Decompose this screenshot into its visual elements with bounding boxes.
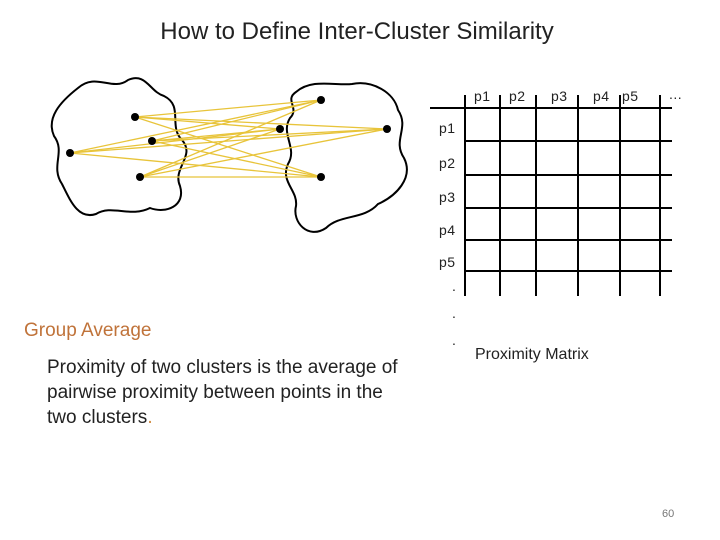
matrix-row-ellipsis-1: . — [452, 278, 457, 294]
pairwise-link — [69, 128, 388, 154]
group-average-description: Proximity of two clusters is the average… — [47, 355, 407, 430]
matrix-row-label-p3: p3 — [439, 189, 456, 205]
matrix-row-ellipsis-3: . — [452, 332, 457, 348]
matrix-caption: Proximity Matrix — [475, 346, 589, 363]
pairwise-link — [139, 99, 322, 178]
matrix-row-label-p1: p1 — [439, 120, 456, 136]
pairwise-link — [151, 140, 322, 178]
pairwise-link — [134, 116, 281, 130]
cluster-point — [148, 137, 156, 145]
left-cluster-outline — [50, 77, 188, 217]
pairwise-link — [139, 128, 281, 178]
matrix-col-label-p1: p1 — [474, 88, 491, 104]
matrix-row-label-p5: p5 — [439, 254, 456, 270]
cluster-point — [66, 149, 74, 157]
slide-title: How to Define Inter-Cluster Similarity — [160, 18, 554, 45]
matrix-col-label-ellipsis: ... — [669, 86, 683, 102]
pairwise-link — [69, 128, 281, 154]
group-average-period: . — [147, 407, 153, 428]
matrix-col-label-p4: p4 — [593, 88, 610, 104]
pairwise-link — [69, 99, 322, 154]
matrix-row-label-p4: p4 — [439, 222, 456, 238]
matrix-col-label-p5: p5 — [622, 88, 639, 104]
pairwise-links — [69, 99, 388, 178]
matrix-row-ellipsis-2: . — [452, 305, 457, 321]
pairwise-link — [139, 128, 388, 178]
matrix-row-label-p2: p2 — [439, 155, 456, 171]
matrix-col-label-p3: p3 — [551, 88, 568, 104]
pairwise-link — [151, 99, 322, 142]
proximity-matrix-grid — [430, 95, 672, 296]
cluster-point — [383, 125, 391, 133]
pairwise-link — [134, 116, 388, 130]
cluster-point — [276, 125, 284, 133]
cluster-points — [66, 96, 391, 181]
pairwise-link — [69, 152, 322, 178]
cluster-point — [317, 173, 325, 181]
matrix-col-label-p2: p2 — [509, 88, 526, 104]
page-number: 60 — [662, 508, 675, 520]
cluster-point — [136, 173, 144, 181]
cluster-point — [317, 96, 325, 104]
right-cluster-outline — [285, 82, 408, 233]
cluster-point — [131, 113, 139, 121]
group-average-heading: Group Average — [24, 320, 152, 341]
pairwise-link — [134, 99, 322, 118]
group-average-body-text: Proximity of two clusters is the average… — [47, 357, 398, 428]
